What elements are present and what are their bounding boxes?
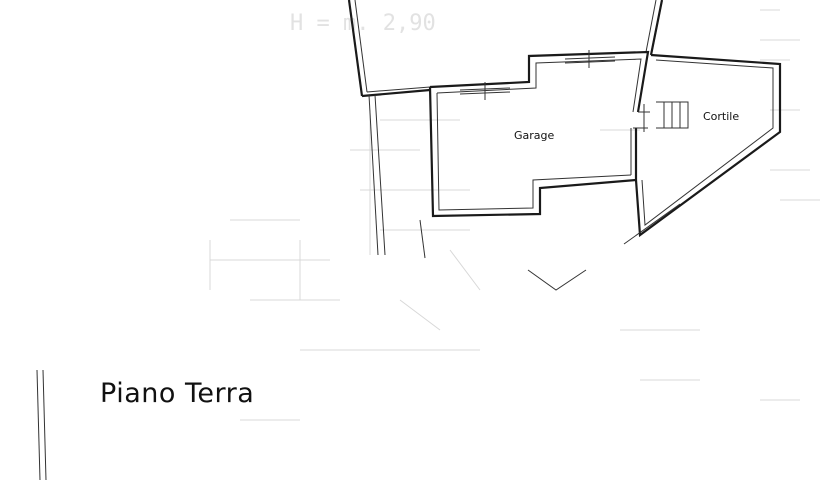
stairs <box>656 101 689 129</box>
window-right <box>564 50 616 68</box>
garage-walls <box>428 50 650 218</box>
upper-building-walls <box>347 0 664 98</box>
room-label-garage: Garage <box>514 129 555 142</box>
room-label-cortile: Cortile <box>703 110 739 123</box>
plan-title: Piano Terra <box>100 378 255 409</box>
ghost-height-label: H = m. 2,90 <box>290 11 436 36</box>
cortile-walls <box>623 53 782 245</box>
background-bleed-marks: H = m. 2,90 <box>209 9 820 421</box>
left-margin-lines <box>36 369 47 480</box>
garage-door <box>633 104 650 132</box>
entrance-arrow <box>527 269 587 291</box>
left-boundary-lines <box>368 94 426 259</box>
window-left <box>459 82 511 100</box>
